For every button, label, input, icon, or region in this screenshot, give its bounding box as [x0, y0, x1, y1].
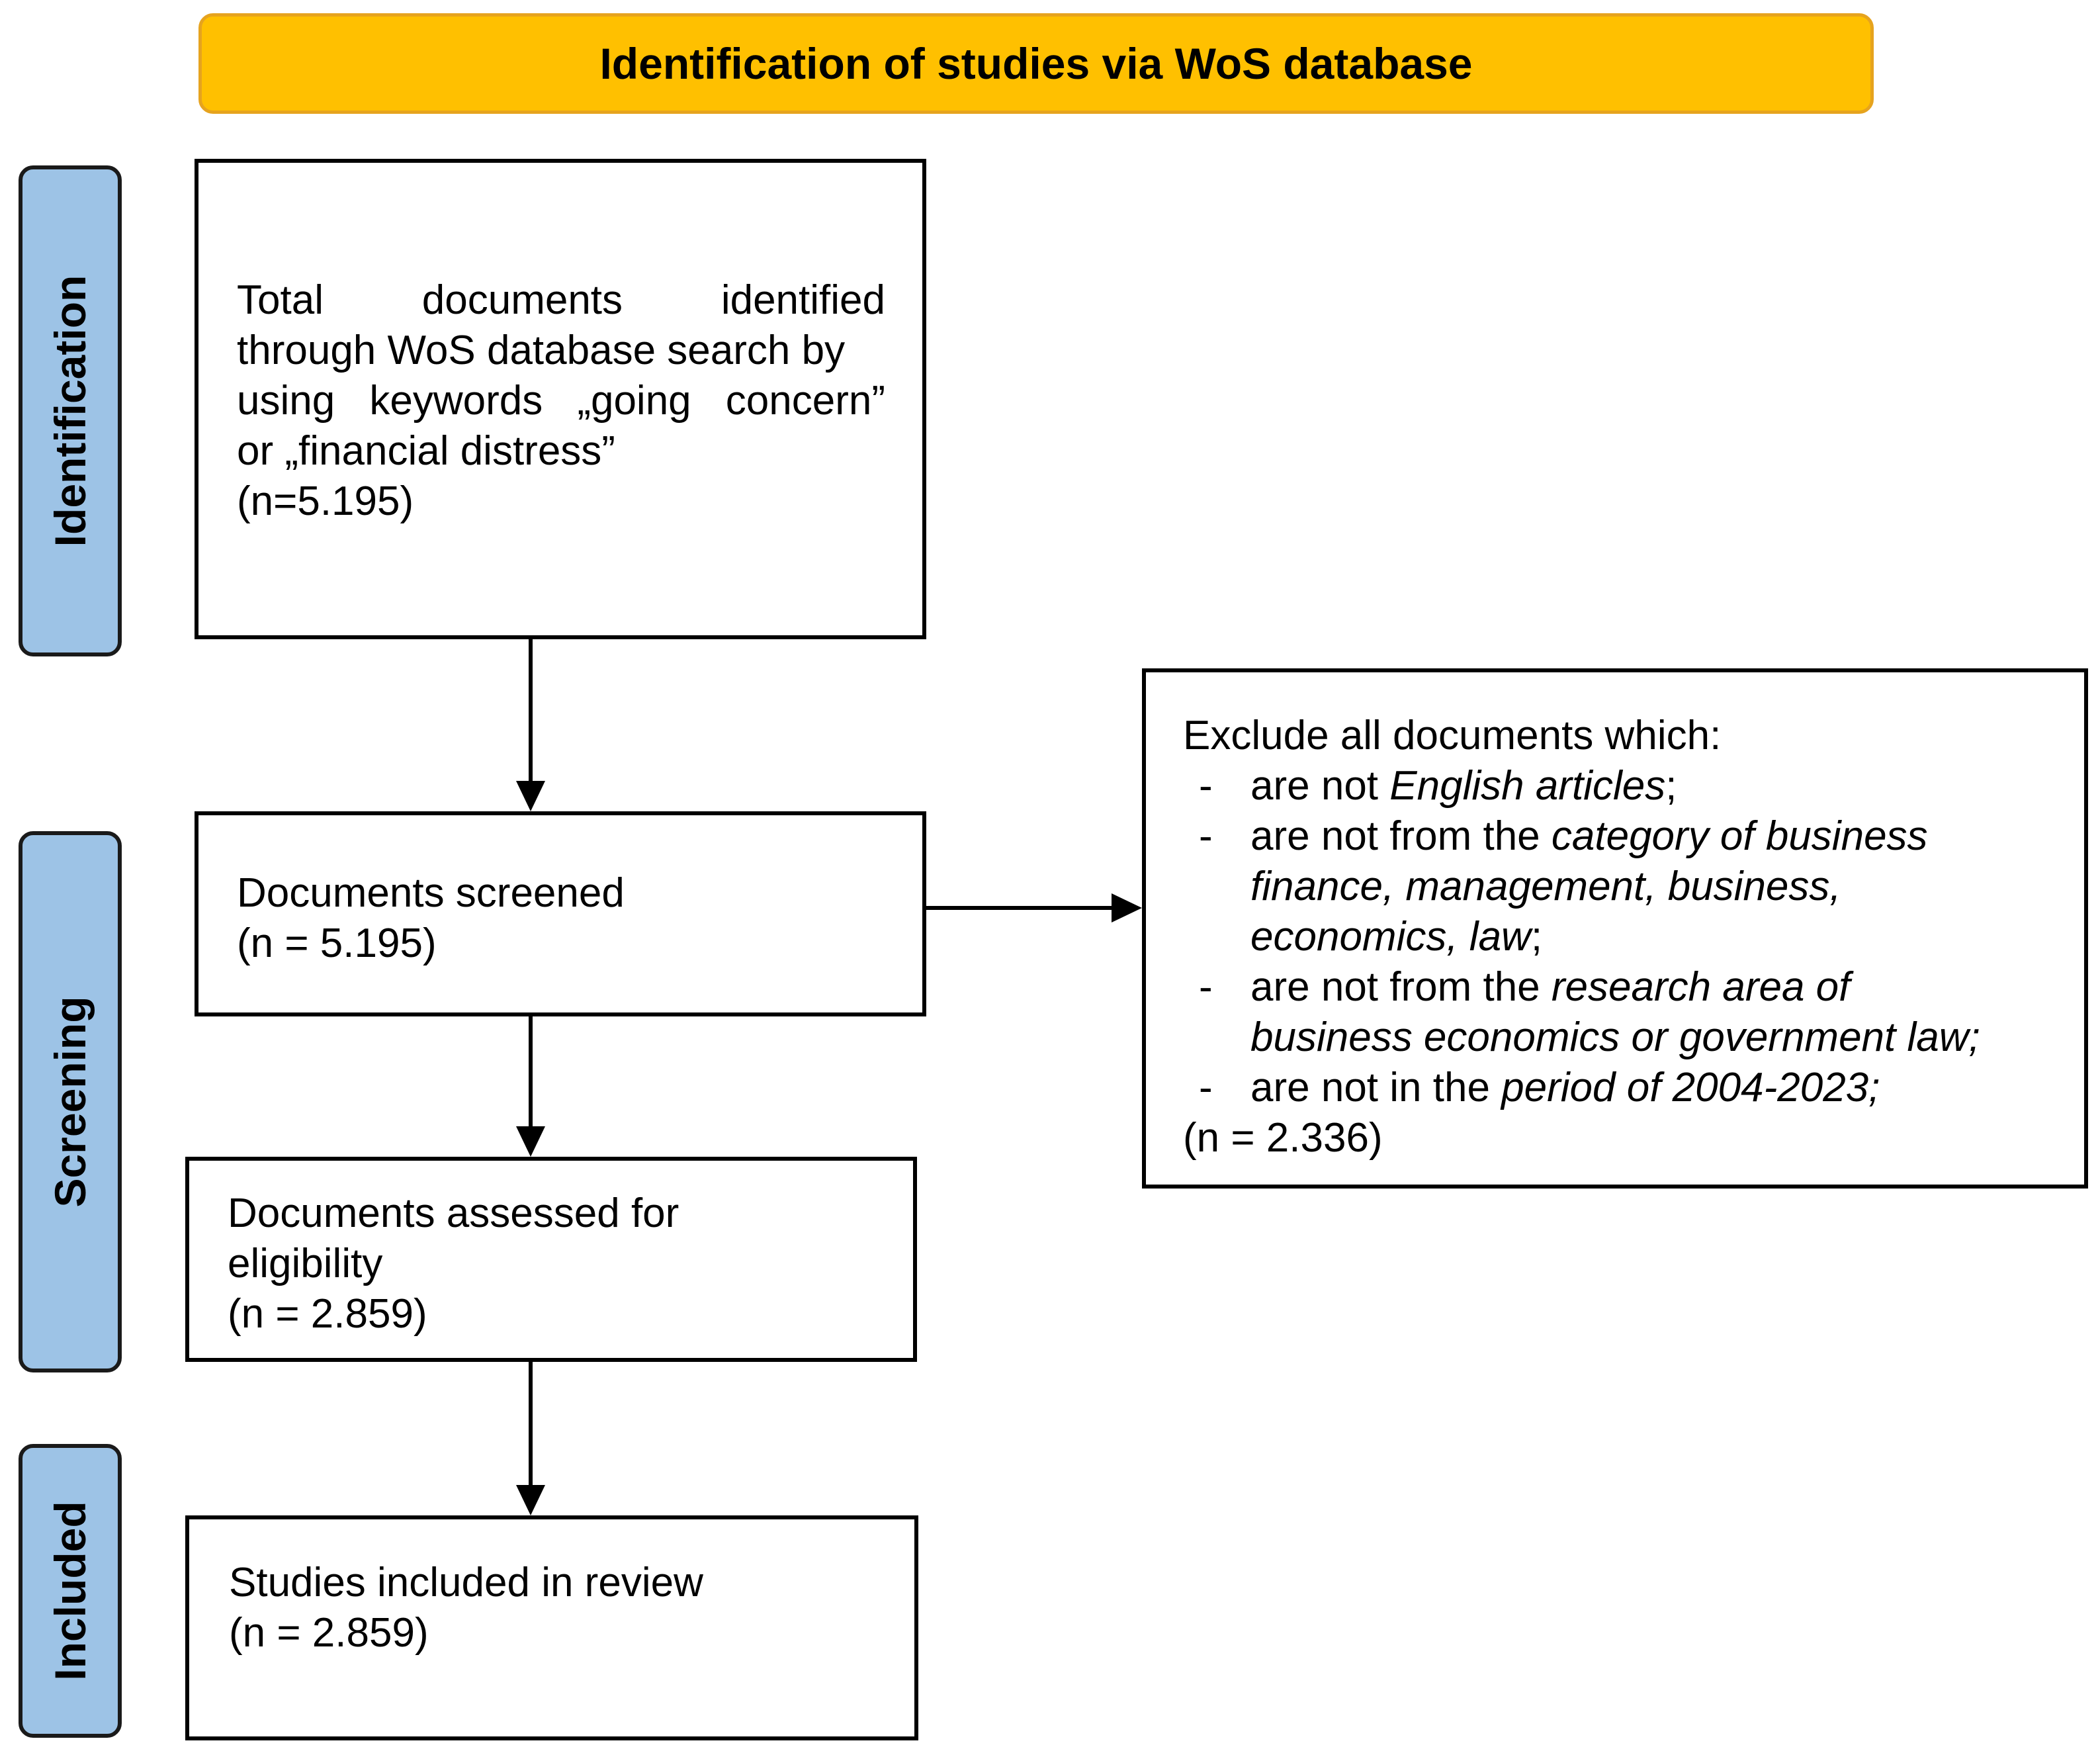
exclusion-intro: Exclude all documents which: — [1183, 713, 1722, 758]
list-dash: - — [1199, 1065, 1213, 1110]
included-studies-box: Studies included in review (n = 2.859) — [185, 1515, 918, 1740]
arrow-eligibility-to-included — [516, 1362, 545, 1515]
arrow-screened-to-exclusion — [926, 893, 1142, 922]
exclusion-item: - are not in the period of 2004-2023; — [1183, 1063, 2058, 1113]
arrowhead-icon — [1112, 893, 1142, 922]
arrow-identified-to-screened — [516, 639, 545, 811]
box-text-line: Documents screened — [237, 870, 625, 916]
exclusion-item-emphasis: economics, law — [1250, 914, 1531, 960]
box-text-line: eligibility — [228, 1241, 383, 1286]
box-count: (n=5.195) — [237, 478, 414, 524]
arrowhead-icon — [516, 1485, 545, 1515]
box-count: (n = 2.336) — [1183, 1115, 1383, 1161]
screened-documents-box: Documents screened (n = 5.195) — [195, 811, 926, 1016]
stage-included: Included — [19, 1444, 122, 1738]
arrowhead-icon — [516, 781, 545, 811]
stage-identification: Identification — [19, 165, 122, 656]
identified-documents-box: Total documents identified through WoS d… — [195, 159, 926, 639]
box-text-line: Documents assessed for — [228, 1190, 679, 1236]
box-text-line: Studies included in review — [229, 1560, 703, 1605]
stage-screening: Screening — [19, 831, 122, 1372]
exclusion-item-punct: ; — [1530, 914, 1543, 960]
exclusion-item-emphasis: period of 2004-2023; — [1501, 1065, 1880, 1110]
box-text-line: Total documents identified — [237, 277, 885, 323]
list-dash: - — [1199, 964, 1213, 1010]
exclusion-item-text: are not in the — [1250, 1065, 1502, 1110]
exclusion-item-emphasis: finance, management, business, — [1250, 864, 1841, 909]
exclusion-item-emphasis: English articles — [1389, 763, 1666, 809]
diagram-header: Identification of studies via WoS databa… — [198, 13, 1874, 114]
box-text-line: through WoS database search by — [237, 328, 846, 373]
exclusion-item-emphasis: business economics or government law; — [1250, 1014, 1980, 1060]
box-text-line: or „financial distress” — [237, 428, 615, 474]
arrowhead-icon — [516, 1126, 545, 1157]
diagram-header-title: Identification of studies via WoS databa… — [599, 39, 1473, 88]
box-count: (n = 5.195) — [237, 920, 437, 966]
box-count: (n = 2.859) — [229, 1610, 429, 1656]
exclusion-item: - are not from the category of business … — [1183, 811, 2058, 962]
arrow-screened-to-eligibility — [516, 1016, 545, 1157]
exclusion-criteria-box: Exclude all documents which: - are not E… — [1142, 668, 2088, 1189]
exclusion-item-emphasis: category of business — [1551, 813, 1928, 859]
exclusion-item-text: are not from the — [1250, 813, 1552, 859]
exclusion-item: - are not English articles; — [1183, 761, 2058, 811]
eligibility-assessment-box: Documents assessed for eligibility (n = … — [185, 1157, 917, 1362]
exclusion-item-text: are not from the — [1250, 964, 1552, 1010]
exclusion-item-text: are not — [1250, 763, 1390, 809]
box-text-line: using keywords „going concern” — [237, 378, 885, 424]
list-dash: - — [1199, 763, 1213, 809]
exclusion-item-emphasis: research area of — [1551, 964, 1851, 1010]
exclusion-item: - are not from the research area of busi… — [1183, 962, 2058, 1063]
box-count: (n = 2.859) — [228, 1291, 427, 1337]
exclusion-item-punct: ; — [1665, 763, 1677, 809]
list-dash: - — [1199, 813, 1213, 859]
